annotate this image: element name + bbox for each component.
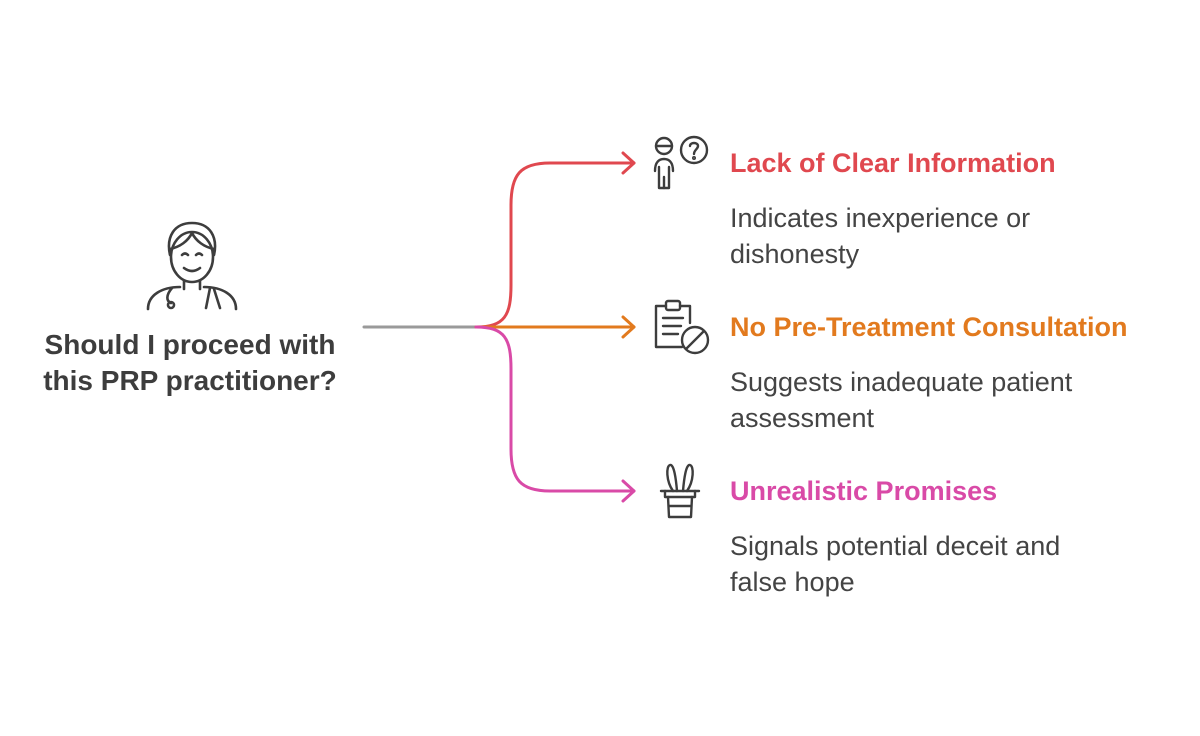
clipboard-prohibited-icon bbox=[654, 299, 710, 355]
root-question-line: Should I proceed with bbox=[44, 329, 336, 360]
option-description-line: Suggests inadequate patient bbox=[730, 367, 1073, 397]
root-question-line: this PRP practitioner? bbox=[43, 365, 337, 396]
option-description: Signals potential deceit and false hope bbox=[730, 528, 1170, 600]
option-description-line: Signals potential deceit and bbox=[730, 531, 1061, 561]
root-question: Should I proceed with this PRP practitio… bbox=[30, 327, 350, 399]
branch-line-1 bbox=[474, 161, 636, 329]
option-description-line: Indicates inexperience or bbox=[730, 203, 1031, 233]
option-title-unrealistic-promises: Unrealistic Promises bbox=[730, 476, 998, 506]
option-title-no-pre-treatment-consultation: No Pre-Treatment Consultation bbox=[730, 312, 1128, 342]
branch-arrow-2 bbox=[621, 315, 636, 339]
doctor-icon bbox=[146, 221, 238, 311]
branch-line-3 bbox=[474, 325, 636, 493]
option-description: Suggests inadequate patient assessment bbox=[730, 364, 1170, 436]
branch-arrow-3 bbox=[621, 479, 636, 503]
option-description: Indicates inexperience or dishonesty bbox=[730, 200, 1170, 272]
option-title-lack-of-clear-information: Lack of Clear Information bbox=[730, 148, 1056, 178]
person-question-icon bbox=[653, 135, 709, 190]
option-description-line: assessment bbox=[730, 403, 875, 433]
option-description-line: false hope bbox=[730, 567, 855, 597]
branch-arrow-1 bbox=[621, 151, 636, 175]
magic-hat-rabbit-icon bbox=[659, 463, 701, 519]
option-description-line: dishonesty bbox=[730, 239, 860, 269]
